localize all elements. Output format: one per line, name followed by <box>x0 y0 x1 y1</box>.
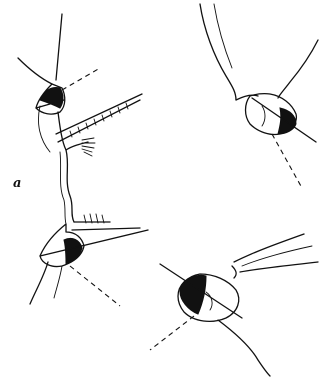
lower-right-lower-line <box>240 262 318 272</box>
upper-right-filled-cap <box>278 108 296 134</box>
lower-right-joint <box>150 234 318 376</box>
panel-label: a <box>13 176 21 191</box>
lower-left-joint <box>30 214 148 306</box>
upper-right-joint-detail <box>262 106 265 126</box>
lower-right-dashed-axis <box>150 316 194 350</box>
lower-left-dashed-axis <box>70 266 120 306</box>
lower-right-filled-cap <box>180 275 206 314</box>
lower-appendage-edge-bottom <box>72 228 140 230</box>
upper-right-dashed-axis <box>272 134 302 188</box>
upper-appendage-top-edge <box>56 94 142 134</box>
left-body-line-inner <box>60 152 66 224</box>
lower-left-tail-line <box>30 262 48 304</box>
lower-left-axis-line <box>40 230 148 256</box>
upper-left-dashed-axis <box>62 68 100 90</box>
upper-left-joint <box>18 14 100 152</box>
upper-right-outer-line <box>200 4 236 100</box>
lower-right-tail-line <box>218 320 270 376</box>
left-body-connector <box>60 150 74 224</box>
upper-right-joint <box>200 4 318 188</box>
upper-right-axis-line <box>252 98 316 142</box>
lower-right-mid-line <box>242 246 312 266</box>
upper-left-shaft <box>56 14 62 80</box>
lower-left-tail-inner <box>54 266 62 298</box>
lower-right-axis-line <box>160 264 242 318</box>
upper-serrated-appendage <box>56 94 142 156</box>
upper-bristle-tuft <box>82 138 95 156</box>
upper-left-filled-cap <box>40 88 63 109</box>
lower-right-notch <box>232 266 236 278</box>
lower-right-upper-line <box>234 234 304 262</box>
upper-appendage-bottom-edge <box>58 100 140 142</box>
upper-right-back-line <box>278 40 318 98</box>
upper-left-outline-segment <box>18 58 52 84</box>
left-body-line-outer <box>66 150 74 222</box>
lower-left-filled-cap <box>64 238 82 264</box>
